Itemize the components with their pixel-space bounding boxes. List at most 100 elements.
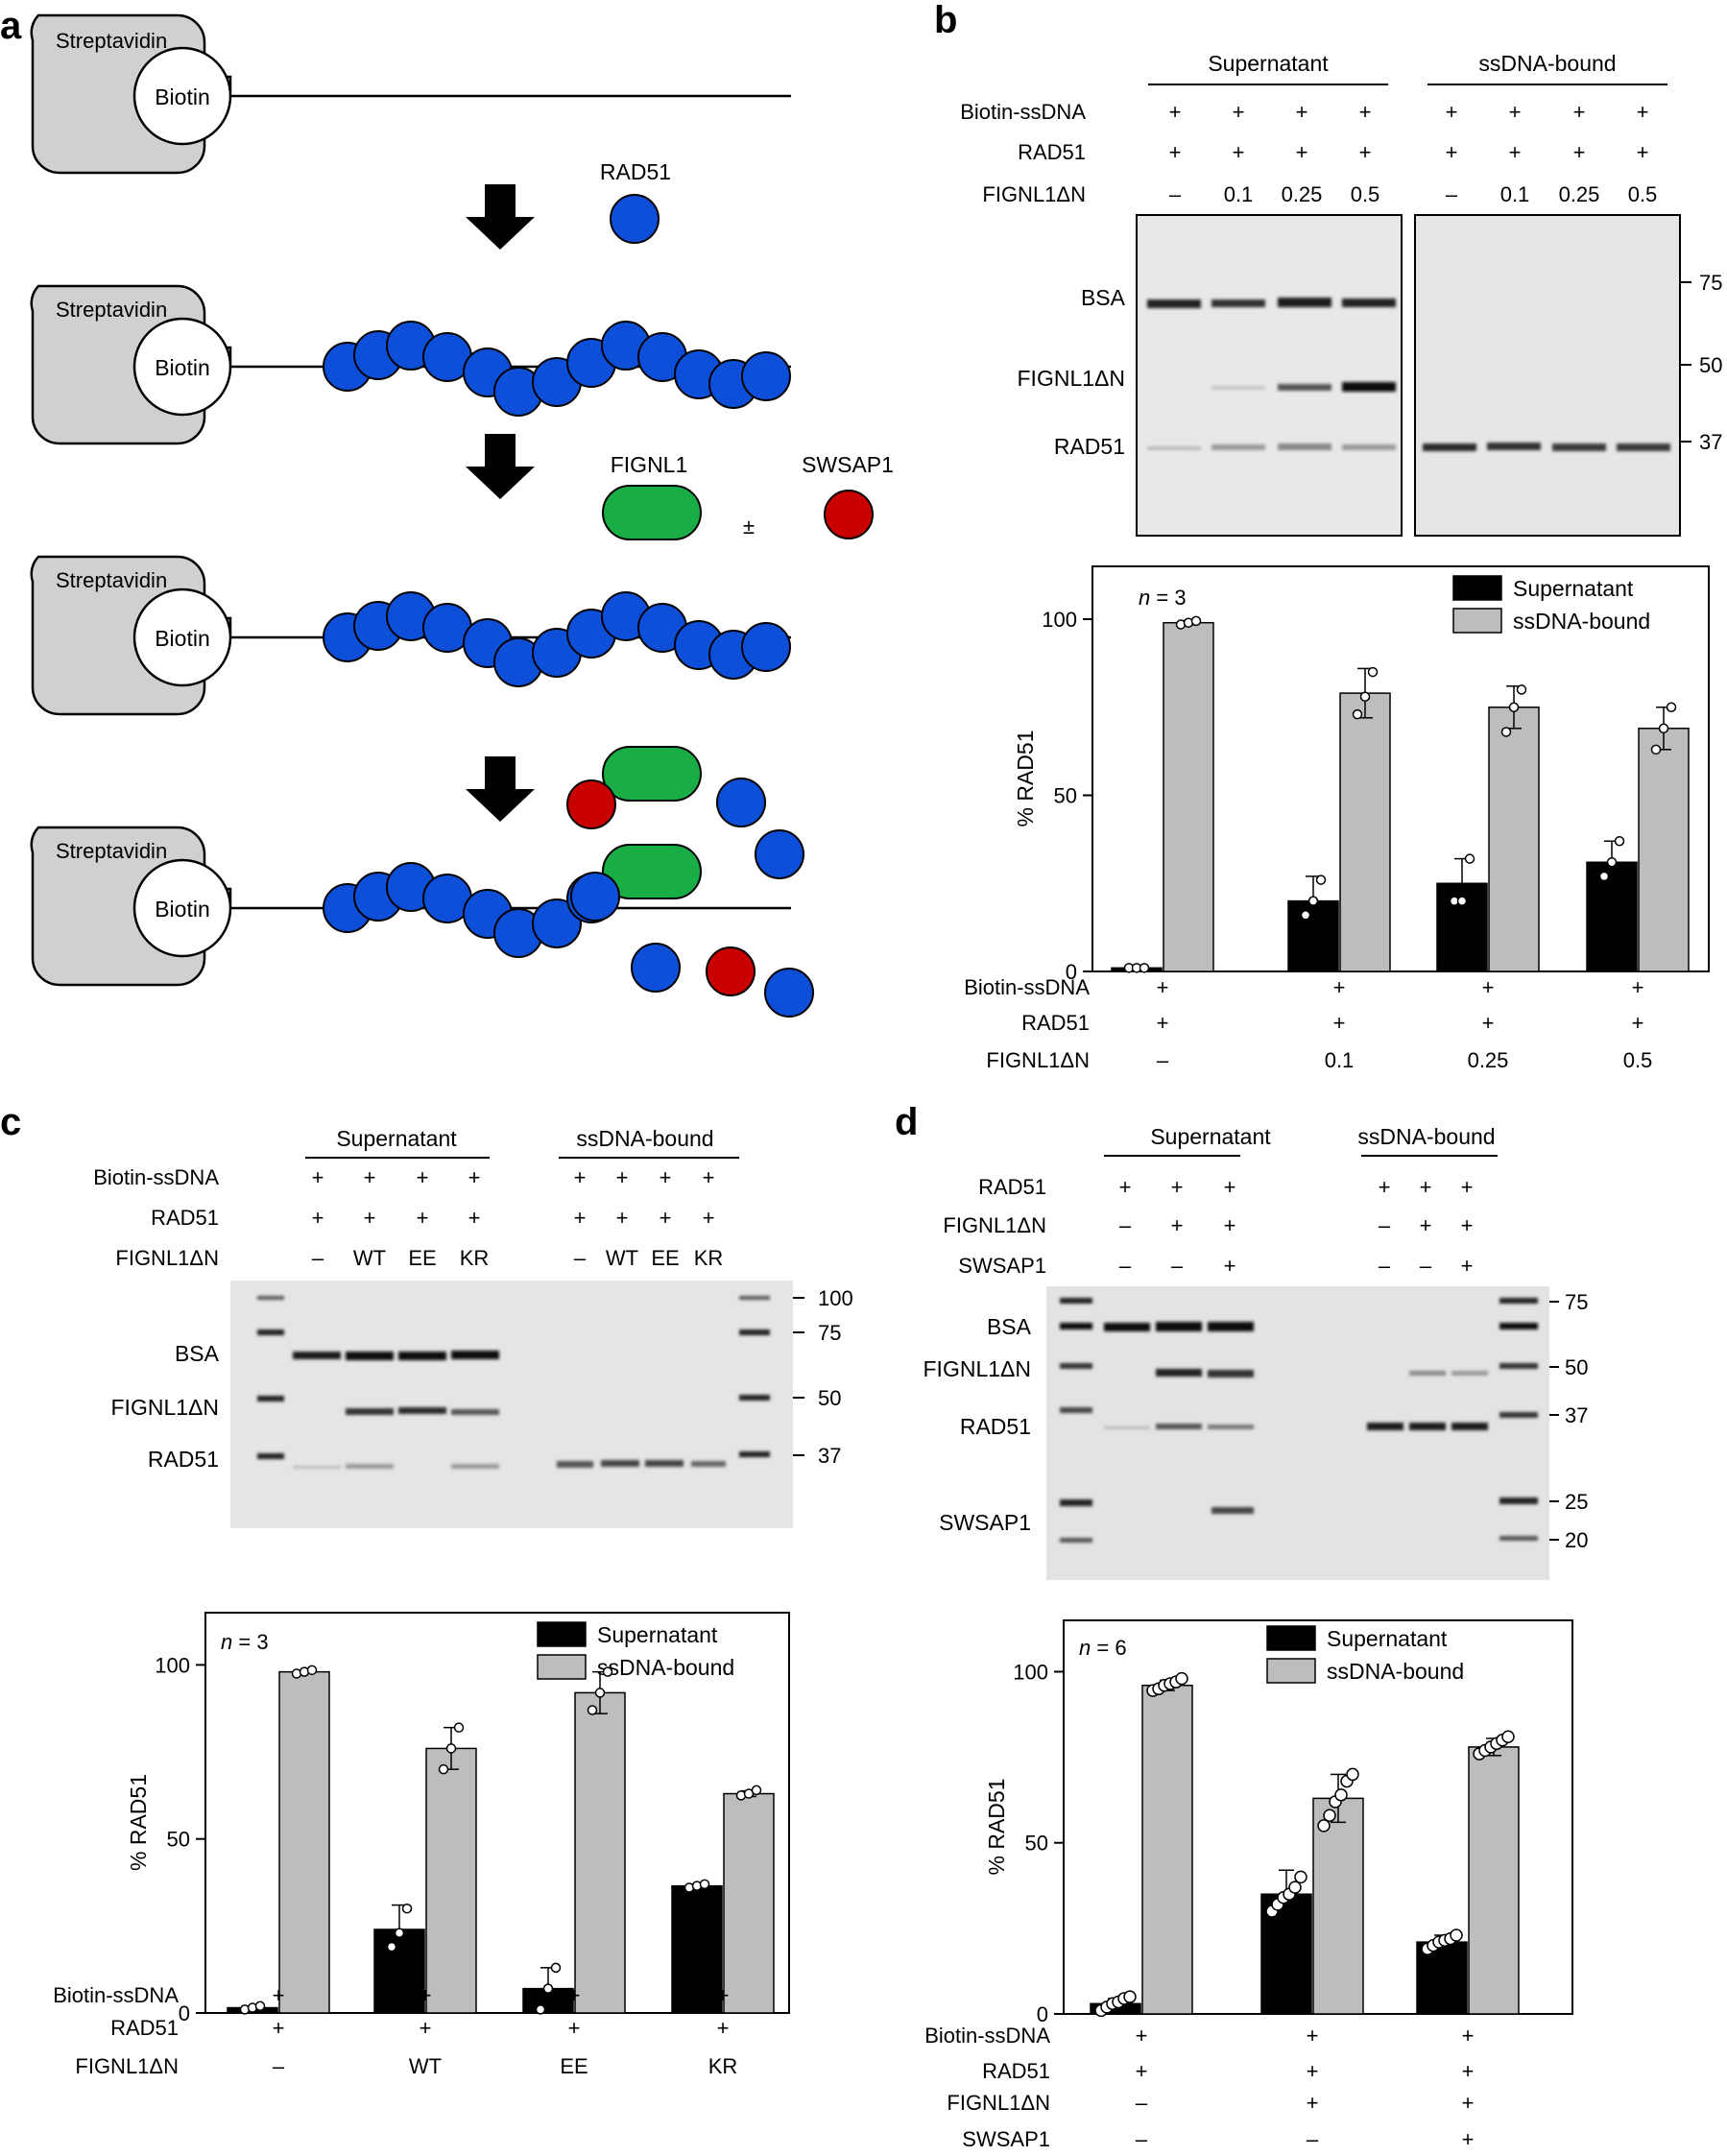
cond-cell: – <box>312 1246 324 1270</box>
rad51-legend-label: RAD51 <box>600 159 671 184</box>
legend-label: Supernatant <box>597 1622 718 1647</box>
legend-label: Supernatant <box>1327 1626 1448 1651</box>
cond-cell: + <box>616 1165 629 1189</box>
swsap1-legend-label: SWSAP1 <box>802 452 894 477</box>
data-point <box>587 1705 598 1715</box>
data-point <box>254 2000 266 2011</box>
data-point <box>386 1941 397 1952</box>
condition-cell: – <box>1136 2091 1148 2115</box>
ladder-band <box>257 1453 284 1459</box>
biotin-circle <box>132 587 232 687</box>
cond-cell: 0.25 <box>1559 182 1600 206</box>
condition-cell: + <box>1632 1011 1644 1035</box>
condition-cell: + <box>1307 2091 1319 2115</box>
band-bsa <box>346 1352 394 1360</box>
data-point <box>1450 1928 1463 1942</box>
band-fignl1dn <box>451 1409 499 1415</box>
data-point <box>1346 1767 1359 1782</box>
condition-cell: EE <box>560 2054 588 2078</box>
cond-cell: WT <box>353 1246 386 1270</box>
row-label-fignl1dn: FIGNL1ΔN <box>982 182 1086 206</box>
cond-cell: + <box>312 1165 324 1189</box>
band-label-fignl1dn: FIGNL1ΔN <box>111 1395 220 1420</box>
cond-cell: + <box>1446 140 1458 164</box>
condition-row-label: RAD51 <box>110 2016 179 2040</box>
cond-cell: + <box>1637 100 1649 124</box>
cond-cell: KR <box>460 1246 490 1270</box>
row-label-fignl1dn: FIGNL1ΔN <box>115 1246 219 1270</box>
cond-cell: + <box>1169 100 1182 124</box>
data-point <box>1139 963 1150 973</box>
ladder-band <box>1060 1323 1092 1330</box>
condition-cell: – <box>273 2054 285 2078</box>
cond-cell: – <box>1171 1254 1184 1278</box>
condition-cell: 0.5 <box>1623 1048 1653 1072</box>
data-point <box>1508 702 1520 713</box>
data-point <box>1598 871 1610 882</box>
rad51-monomer <box>741 351 791 401</box>
ladder-band <box>739 1296 770 1300</box>
condition-cell: + <box>568 2016 581 2040</box>
data-point <box>1294 1870 1307 1884</box>
rad51-monomer <box>764 968 814 1018</box>
ladder-band <box>1499 1412 1538 1418</box>
bar <box>574 1691 626 2014</box>
cond-cell: + <box>660 1165 672 1189</box>
y-tick-label: 50 <box>167 1828 190 1852</box>
condition-cell: + <box>273 1983 285 2007</box>
cond-cell: + <box>1296 140 1308 164</box>
cond-cell: + <box>1573 140 1586 164</box>
cond-cell: + <box>1461 1175 1474 1199</box>
fignl1-icon <box>602 746 702 802</box>
cond-cell: + <box>1461 1254 1474 1278</box>
band-rad51 <box>1278 443 1331 450</box>
mw-label-75: 75 <box>1699 271 1722 295</box>
data-point <box>1317 1819 1331 1833</box>
cond-cell: + <box>312 1206 324 1230</box>
data-point <box>699 1879 710 1890</box>
ladder-band <box>739 1330 770 1335</box>
data-point <box>1658 723 1669 734</box>
band-label-bsa: BSA <box>987 1314 1032 1339</box>
data-point <box>594 1688 606 1698</box>
condition-cell: + <box>1482 975 1495 999</box>
n-label: n = 3 <box>221 1630 269 1654</box>
condition-cell: + <box>420 1983 432 2007</box>
panel-label-c: c <box>0 1101 21 1143</box>
data-point <box>394 1928 405 1938</box>
ladder-band <box>257 1330 284 1335</box>
row-label-biotin-ssdna: Biotin-ssDNA <box>960 100 1086 124</box>
data-point <box>1501 1730 1515 1743</box>
data-point <box>1334 1788 1348 1802</box>
condition-cell: + <box>1136 2059 1148 2083</box>
n-label: n = 3 <box>1139 586 1187 610</box>
cond-cell: + <box>1224 1175 1236 1199</box>
band-fignl1dn <box>1211 386 1265 390</box>
ladder-band <box>257 1296 284 1300</box>
panel-c-gel: Supernatant ssDNA-bound Biotin-ssDNA RAD… <box>93 1126 853 1528</box>
data-point <box>1323 1809 1336 1822</box>
cond-cell: + <box>1233 140 1245 164</box>
cond-cell: + <box>616 1206 629 1230</box>
condition-cell: KR <box>708 2054 738 2078</box>
cond-cell: + <box>417 1165 429 1189</box>
condition-cell: + <box>1157 975 1169 999</box>
cond-cell: – <box>1420 1254 1432 1278</box>
legend-swatch <box>1452 575 1502 601</box>
band-rad51 <box>346 1464 394 1469</box>
group-label-supernatant: Supernatant <box>1150 1124 1271 1149</box>
data-point <box>751 1785 762 1796</box>
swsap1-icon <box>706 946 756 996</box>
legend-label: ssDNA-bound <box>597 1655 734 1680</box>
mw-label-20: 20 <box>1565 1528 1588 1552</box>
data-point <box>1516 684 1527 695</box>
band-rad51 <box>1211 444 1265 450</box>
cond-cell: 0.25 <box>1282 182 1323 206</box>
biotin-circle <box>132 858 232 958</box>
band-rad51 <box>1409 1423 1446 1430</box>
rad51-filament <box>323 321 791 417</box>
bar <box>1468 1746 1520 2015</box>
